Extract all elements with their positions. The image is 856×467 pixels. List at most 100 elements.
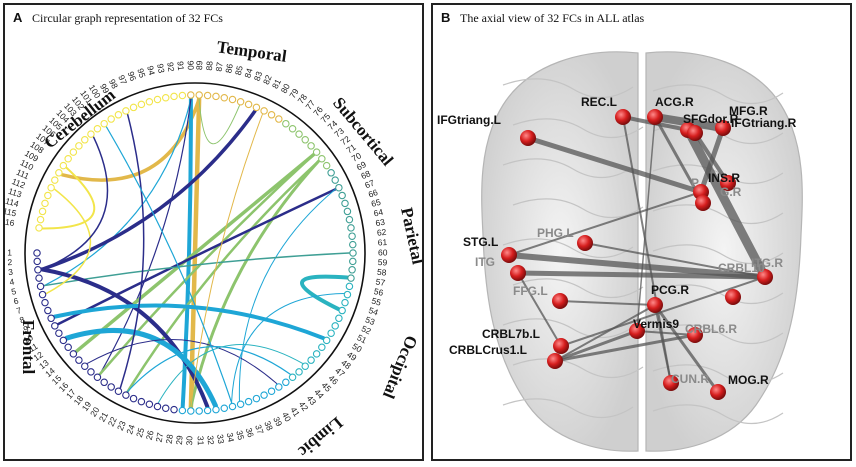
node-number: 35	[234, 429, 246, 441]
node-number: 111	[15, 167, 31, 182]
connection-edge	[64, 328, 218, 409]
connection-edge	[180, 97, 193, 409]
node-number: 99	[98, 82, 111, 95]
node-number: 90	[186, 60, 196, 70]
region-label-parietal: Parietal	[397, 206, 422, 267]
connections	[39, 96, 350, 410]
connection-edge	[231, 293, 345, 404]
node-number: 68	[359, 168, 372, 181]
node-number: 54	[367, 305, 379, 318]
region-label: REC.L	[581, 95, 617, 109]
node-number: 25	[134, 426, 146, 438]
node-number: 21	[97, 410, 110, 423]
graph-node	[345, 215, 354, 224]
graph-node	[212, 92, 220, 101]
graph-node	[260, 391, 268, 399]
graph-node	[203, 406, 212, 415]
graph-node	[318, 155, 326, 163]
node-number: 9	[22, 323, 31, 334]
graph-node	[349, 257, 357, 266]
node-number: 89	[194, 60, 204, 70]
graph-node	[38, 290, 47, 299]
region-label-limbic: Limbic	[294, 413, 346, 459]
graph-node	[44, 306, 52, 315]
region-label-frontal: Frontal	[19, 320, 38, 375]
graph-node	[137, 100, 146, 109]
graph-node	[34, 266, 42, 274]
node-number: 82	[261, 73, 274, 86]
graph-node	[220, 404, 229, 413]
graph-node	[203, 91, 212, 100]
graph-node	[244, 397, 253, 406]
graph-node	[282, 119, 290, 128]
region-label: ITG	[475, 255, 495, 269]
graph-node	[236, 400, 245, 409]
node-number: 65	[370, 197, 382, 209]
region-node	[687, 327, 703, 343]
region-node	[647, 297, 663, 313]
node-number: 23	[115, 419, 128, 432]
region-node	[553, 338, 569, 354]
graph-node	[288, 373, 297, 382]
graph-node	[244, 100, 253, 109]
fc-edge	[693, 131, 730, 185]
fc-edge	[683, 125, 770, 282]
node-number: 30	[184, 436, 194, 446]
fc-edge	[525, 135, 704, 195]
graph-node	[288, 124, 297, 133]
graph-node	[295, 368, 303, 376]
panel-a-letter: A	[13, 10, 23, 25]
graph-node	[33, 257, 41, 266]
graph-node	[338, 191, 346, 200]
graph-node	[267, 111, 276, 119]
graph-node	[64, 155, 72, 163]
fc-edge	[553, 333, 697, 363]
graph-node	[331, 322, 339, 330]
fc-edge	[517, 272, 562, 347]
graph-node	[228, 402, 237, 411]
graph-node	[312, 148, 321, 156]
node-number: 113	[7, 186, 23, 200]
node-number: 34	[225, 432, 237, 443]
graph-node	[59, 336, 68, 345]
connection-edge	[198, 98, 240, 145]
circular-graph: 1234567891011121314151617181920212223242…	[5, 37, 422, 459]
node-number: 52	[360, 323, 373, 336]
fc-edge	[560, 276, 766, 347]
region-node	[629, 323, 645, 339]
graph-node	[64, 343, 72, 351]
node-number: 53	[364, 314, 377, 327]
graph-node	[187, 407, 195, 415]
graph-node	[161, 93, 170, 102]
region-node	[720, 175, 736, 191]
graph-node	[114, 387, 123, 395]
region-node	[647, 109, 663, 125]
region-label: Vermis9	[633, 317, 679, 331]
region-node	[501, 247, 517, 263]
region-label: ACG.R	[655, 95, 694, 109]
node-number: 98	[107, 77, 120, 90]
connection-edge	[127, 346, 291, 393]
node-number: 64	[373, 207, 385, 219]
graph-node	[267, 387, 276, 395]
node-ring: 1234567891011121314151617181920212223242…	[5, 60, 388, 446]
node-number: 87	[214, 61, 225, 72]
region-label: CUN.R	[671, 372, 709, 386]
region-node	[687, 125, 703, 141]
node-number: 33	[215, 434, 226, 445]
region-label: G.R	[720, 185, 742, 199]
region-nodes	[501, 109, 773, 400]
region-label: FFG.L	[513, 284, 548, 298]
node-number: 3	[8, 267, 14, 277]
graph-node	[81, 136, 89, 144]
node-number: 57	[375, 276, 386, 287]
node-number: 116	[5, 216, 16, 228]
graph-node	[36, 282, 45, 291]
node-number: 4	[9, 276, 16, 287]
node-number: 115	[5, 206, 18, 219]
node-number: 22	[106, 415, 119, 428]
region-label: MOG.R	[728, 373, 769, 387]
node-number: 85	[233, 64, 245, 76]
graph-node	[212, 405, 220, 414]
